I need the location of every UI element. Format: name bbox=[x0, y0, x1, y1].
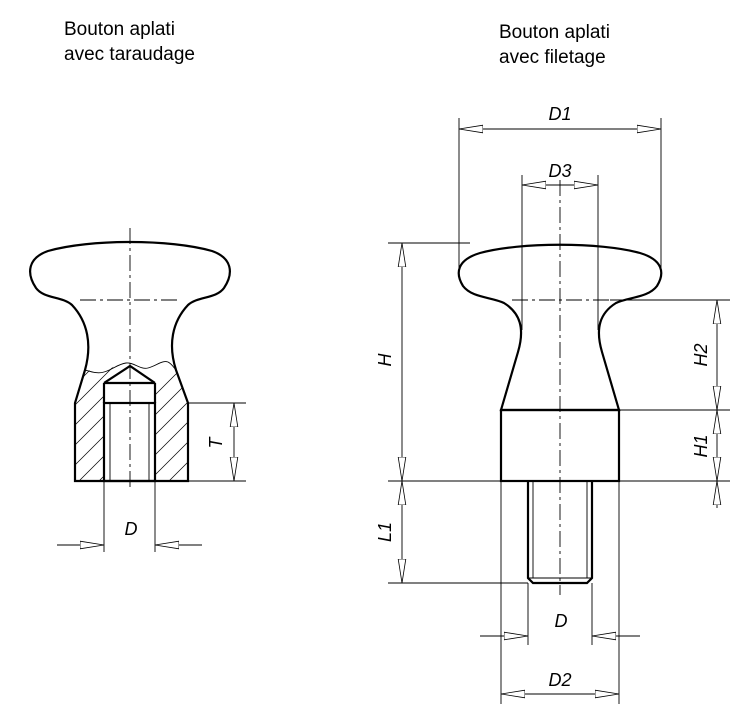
left-break-line bbox=[84, 361, 177, 374]
right-view-title: Bouton aplati avec filetage bbox=[499, 20, 610, 70]
dim-L1: L1 bbox=[375, 522, 395, 542]
right-title-line1: Bouton aplati bbox=[499, 22, 610, 43]
dim-D-right: D bbox=[555, 611, 568, 631]
left-thread-hole bbox=[102, 401, 157, 483]
left-knob-outline bbox=[29, 240, 231, 483]
right-title-line2: avec filetage bbox=[499, 47, 606, 68]
dim-D-left: D bbox=[125, 519, 138, 539]
dim-D3: D3 bbox=[548, 161, 571, 181]
left-title-line1: Bouton aplati bbox=[64, 19, 175, 40]
dim-T-left: T bbox=[206, 436, 226, 449]
dim-D2: D2 bbox=[548, 670, 571, 690]
dim-H: H bbox=[375, 353, 395, 367]
right-knob-drawing: D1 D3 H L1 H2 H1 D D2 bbox=[375, 104, 730, 704]
left-knob-drawing: T D bbox=[29, 228, 246, 552]
left-title-line2: avec taraudage bbox=[64, 44, 195, 65]
right-knob-outline bbox=[457, 243, 663, 412]
dim-H1: H1 bbox=[691, 434, 711, 457]
dim-H2: H2 bbox=[691, 343, 711, 366]
left-view-title: Bouton aplati avec taraudage bbox=[64, 17, 195, 67]
dim-D1: D1 bbox=[548, 104, 571, 124]
right-thread-stud bbox=[526, 481, 594, 585]
